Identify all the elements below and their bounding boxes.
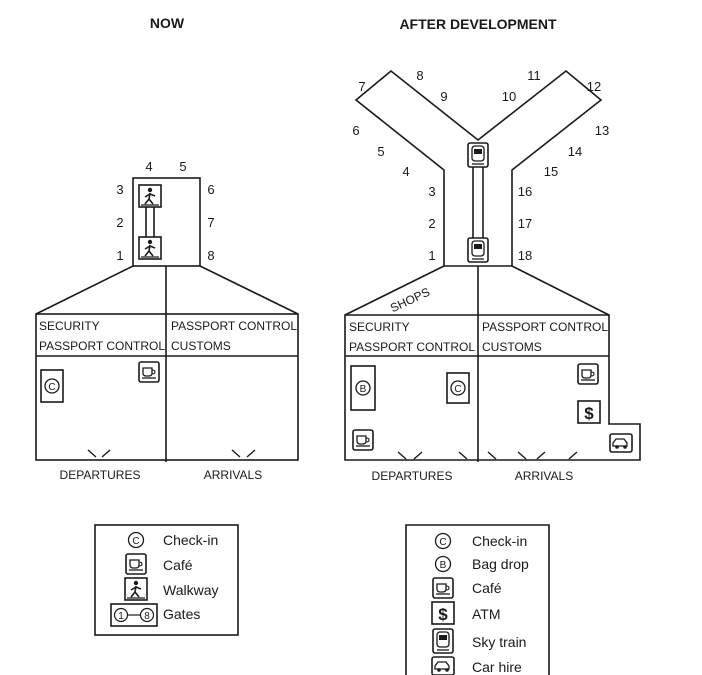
after-hall-roof	[344, 265, 610, 316]
gate-number: 3	[116, 182, 123, 197]
legend-label: Bag drop	[472, 556, 529, 572]
gate-number: 4	[402, 164, 409, 179]
gate-number: 17	[518, 216, 532, 231]
svg-text:C: C	[48, 382, 55, 393]
svg-text:1: 1	[118, 611, 124, 622]
walkway-icon	[124, 577, 148, 601]
gate-number: 2	[116, 215, 123, 230]
gates-icon: 1 8	[110, 603, 158, 627]
passport-control-label: PASSPORT CONTROL	[171, 319, 297, 333]
legend-after: C B $ Check-in Bag drop Café ATM Sky tra…	[405, 524, 550, 675]
svg-text:$: $	[438, 605, 448, 624]
passport-control-label: PASSPORT CONTROL	[349, 340, 475, 354]
arrivals-label: ARRIVALS	[204, 468, 262, 482]
gate-number: 9	[440, 89, 447, 104]
legend-label: Sky train	[472, 634, 526, 650]
car-hire-icon	[431, 656, 455, 675]
walkway-icon	[138, 184, 162, 208]
cafe-icon	[577, 363, 599, 385]
gate-number: 1	[428, 248, 435, 263]
svg-text:C: C	[132, 536, 139, 547]
gate-number: 7	[207, 215, 214, 230]
bag-drop-icon: B	[434, 555, 452, 573]
svg-text:$: $	[584, 404, 594, 423]
legend-label: ATM	[472, 606, 501, 622]
now-hall-roof	[35, 265, 299, 315]
cafe-icon	[432, 577, 454, 599]
gate-number: 13	[595, 123, 609, 138]
svg-text:B: B	[360, 384, 367, 395]
svg-text:C: C	[454, 384, 461, 395]
gate-number: 6	[207, 182, 214, 197]
sky-train-icon	[467, 237, 489, 263]
check-in-icon: C	[40, 369, 64, 403]
gate-number: 8	[207, 248, 214, 263]
atm-icon: $	[577, 400, 601, 424]
legend-now: C 1 8 Check-in Café Walkway Gates	[94, 524, 239, 636]
sky-train-icon	[467, 142, 489, 168]
now-terminal-hall	[35, 313, 299, 461]
passport-control-label: PASSPORT CONTROL	[482, 320, 608, 334]
gate-number: 14	[568, 144, 582, 159]
atm-icon: $	[431, 601, 455, 625]
customs-label: CUSTOMS	[482, 340, 542, 354]
gate-number: 1	[116, 248, 123, 263]
car-hire-icon	[609, 433, 633, 453]
gate-number: 8	[416, 68, 423, 83]
svg-text:B: B	[440, 560, 447, 571]
gate-number: 12	[587, 79, 601, 94]
gate-number: 5	[179, 159, 186, 174]
security-label: SECURITY	[39, 319, 100, 333]
gate-number: 18	[518, 248, 532, 263]
after-terminal-diagram	[344, 69, 641, 462]
check-in-icon: C	[434, 532, 452, 550]
svg-text:8: 8	[144, 611, 150, 622]
security-label: SECURITY	[349, 320, 410, 334]
check-in-icon: C	[127, 531, 145, 549]
cafe-icon	[125, 553, 147, 575]
passport-control-label: PASSPORT CONTROL	[39, 339, 165, 353]
arrivals-label: ARRIVALS	[515, 469, 573, 483]
bag-drop-icon: B	[350, 365, 376, 411]
gate-number: 5	[377, 144, 384, 159]
gate-number: 11	[527, 68, 541, 83]
after-terminal-hall	[344, 314, 641, 461]
departures-label: DEPARTURES	[372, 469, 453, 483]
legend-label: Check-in	[472, 533, 527, 549]
sky-train-icon	[432, 628, 454, 654]
cafe-icon	[352, 429, 374, 451]
svg-text:C: C	[439, 537, 446, 548]
legend-label: Café	[163, 557, 193, 573]
legend-label: Gates	[163, 606, 200, 622]
cafe-icon	[138, 361, 160, 383]
gate-number: 6	[352, 123, 359, 138]
shops-label: SHOPS	[388, 285, 432, 315]
customs-label: CUSTOMS	[171, 339, 231, 353]
walkway-icon	[138, 236, 162, 260]
departures-label: DEPARTURES	[60, 468, 141, 482]
legend-label: Walkway	[163, 582, 219, 598]
legend-label: Check-in	[163, 532, 218, 548]
gate-number: 7	[358, 79, 365, 94]
gate-number: 10	[502, 89, 516, 104]
legend-label: Café	[472, 580, 502, 596]
gate-number: 15	[544, 164, 558, 179]
after-title: AFTER DEVELOPMENT	[399, 16, 557, 32]
gate-number: 2	[428, 216, 435, 231]
now-title: NOW	[150, 15, 185, 31]
legend-label: Car hire	[472, 659, 522, 675]
gate-number: 3	[428, 184, 435, 199]
gate-number: 4	[145, 159, 152, 174]
gate-number: 16	[518, 184, 532, 199]
check-in-icon: C	[446, 372, 470, 404]
after-y-pier	[354, 69, 603, 267]
